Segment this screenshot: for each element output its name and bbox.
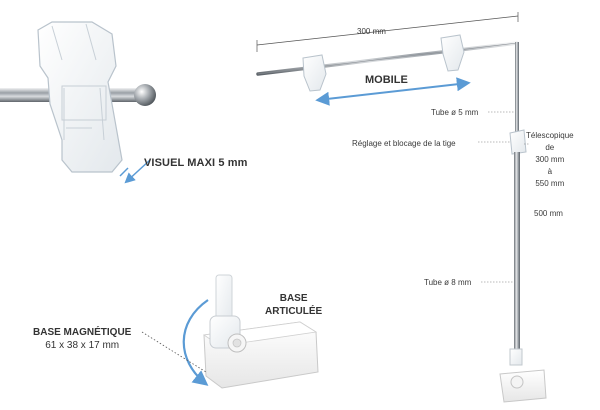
rotation-arrow <box>182 299 209 386</box>
base-magnetique-line-1: BASE MAGNÉTIQUE <box>33 327 132 338</box>
base-articulee-label: BASE ARTICULÉE <box>265 292 322 318</box>
clip-closeup <box>0 21 156 173</box>
visuel-maxi-label: VISUEL MAXI 5 mm <box>144 157 248 169</box>
stand-clip-right <box>440 34 465 72</box>
closeup-rod-end-ball <box>134 84 156 106</box>
base-articulee-line-1: BASE <box>279 293 308 304</box>
mobile-double-arrow <box>315 77 471 106</box>
telescopic-line-5: 550 mm <box>535 179 565 188</box>
base-articulee-line-2: ARTICULÉE <box>265 306 323 317</box>
tube-5mm-label: Tube ø 5 mm <box>431 108 479 117</box>
stand-joint <box>509 348 523 366</box>
upper-vertical-rod <box>515 42 519 137</box>
stand-clip-left <box>302 54 327 92</box>
width-dimension-label: 300 mm <box>357 27 386 36</box>
visuel-thickness-arrow <box>124 159 151 184</box>
mobile-label: MOBILE <box>365 74 408 86</box>
telescopic-joint <box>509 129 527 155</box>
telescopic-line-2: de <box>545 143 555 152</box>
base-magnetique-line-2: 61 x 38 x 17 mm <box>45 340 120 351</box>
telescopic-line-4: à <box>547 167 553 176</box>
closeup-clip-body <box>37 21 123 173</box>
telescopic-line-1: Télescopique <box>526 131 574 140</box>
telescopic-label: Télescopique de 300 mm à 550 mm <box>526 130 574 190</box>
width-dimension-line <box>256 15 519 46</box>
stand-illustration <box>256 12 547 403</box>
lower-vertical-rod <box>514 152 520 352</box>
base-magnetique-leader <box>141 331 207 373</box>
base-closeup <box>141 274 319 389</box>
telescopic-line-3: 300 mm <box>535 155 565 164</box>
stand-base <box>499 369 547 403</box>
height-dimension-label: 500 mm <box>534 209 563 218</box>
tube-8mm-label: Tube ø 8 mm <box>424 278 472 287</box>
base-magnetique-label: BASE MAGNÉTIQUE 61 x 38 x 17 mm <box>33 326 131 352</box>
reglage-label: Réglage et blocage de la tige <box>352 139 456 148</box>
